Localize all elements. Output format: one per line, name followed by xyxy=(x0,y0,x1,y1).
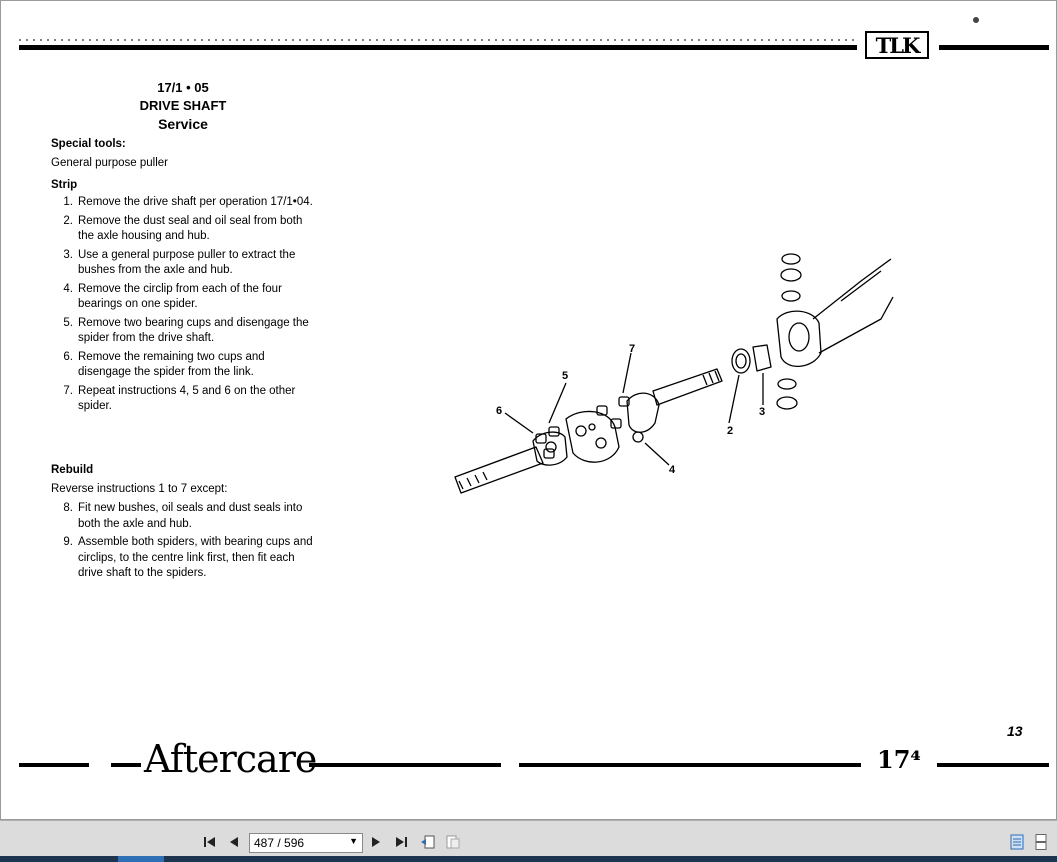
footer-rule xyxy=(309,763,501,767)
leader-line-2 xyxy=(728,374,740,424)
callout-5: 5 xyxy=(562,370,568,382)
list-item: 5.Remove two bearing cups and disengage … xyxy=(63,316,309,345)
callout-3: 3 xyxy=(759,406,765,418)
next-view-icon[interactable] xyxy=(444,833,462,851)
special-tools-text: General purpose puller xyxy=(51,157,168,169)
list-item: 4.Remove the circlip from each of the fo… xyxy=(63,282,282,311)
footer-rule xyxy=(519,763,861,767)
page-subtitle: Service xyxy=(158,116,208,132)
axle-housing-bore xyxy=(788,322,810,352)
callout-7: 7 xyxy=(629,343,635,355)
left-shaft xyxy=(454,446,544,494)
leader-line-4 xyxy=(644,442,670,466)
rebuild-steps-list: 8.Fit new bushes, oil seals and dust sea… xyxy=(57,501,317,585)
operation-number: 17/1 • 05 xyxy=(157,80,209,95)
document-page: TLK 17/1 • 05 DRIVE SHAFT Service Specia… xyxy=(0,0,1057,820)
corner-mark xyxy=(973,17,979,23)
left-shaft-splines xyxy=(458,471,488,490)
spider-7-cup xyxy=(596,405,608,416)
footer-brand: Aftercare xyxy=(144,737,317,781)
spider-6-cup xyxy=(543,448,555,459)
list-item: 1.Remove the drive shaft per operation 1… xyxy=(63,196,313,208)
left-yoke-eye xyxy=(545,441,557,453)
leader-line-5 xyxy=(548,382,567,424)
right-shaft xyxy=(652,368,723,406)
strip-steps-list: 1.Remove the drive shaft per operation 1… xyxy=(57,195,317,418)
continuous-page-icon[interactable] xyxy=(1032,833,1050,851)
callout-2: 2 xyxy=(727,425,733,437)
taskbar xyxy=(0,856,1057,862)
bush-3 xyxy=(752,344,772,372)
spider-7-cup xyxy=(618,396,630,407)
header-speckle xyxy=(19,39,857,41)
seal-stack xyxy=(776,396,798,410)
rebuild-intro: Reverse instructions 1 to 7 except: xyxy=(51,483,228,495)
centre-link-bore xyxy=(595,437,607,449)
spider-6-cup xyxy=(535,433,547,444)
list-item: 9.Assemble both spiders, with bearing cu… xyxy=(63,536,313,579)
last-page-icon[interactable] xyxy=(392,833,410,851)
header-rule xyxy=(19,45,857,50)
header-rule-right xyxy=(939,45,1049,50)
circlip-4 xyxy=(632,431,644,443)
special-tools-label: Special tools: xyxy=(51,138,126,150)
list-item: 8.Fit new bushes, oil seals and dust sea… xyxy=(63,502,303,530)
first-page-icon[interactable] xyxy=(201,833,219,851)
next-page-icon[interactable] xyxy=(367,833,385,851)
callout-6: 6 xyxy=(496,405,502,417)
taskbar-active-item[interactable] xyxy=(118,856,164,862)
footer-section-number: 17⁴ xyxy=(877,745,921,774)
centre-link xyxy=(565,410,620,463)
brand-logo: TLK xyxy=(865,31,929,59)
leader-line-6 xyxy=(504,412,534,434)
operation-title-block: 17/1 • 05 DRIVE SHAFT Service xyxy=(91,79,275,133)
footer-rule xyxy=(19,763,89,767)
page-number-field[interactable]: 487 / 596 ▼ xyxy=(249,833,363,853)
viewer-toolbar: 487 / 596 ▼ xyxy=(0,820,1057,862)
list-item: 7.Repeat instructions 4, 5 and 6 on the … xyxy=(63,384,296,413)
centre-link-bore xyxy=(575,425,587,437)
seal-stack xyxy=(781,253,801,265)
spider-6-cup xyxy=(548,426,560,437)
seal-2 xyxy=(731,348,751,374)
previous-view-icon[interactable] xyxy=(419,833,437,851)
seal-2-inner xyxy=(735,353,747,369)
chevron-down-icon[interactable]: ▼ xyxy=(349,836,358,846)
page-number: 13 xyxy=(1007,723,1023,739)
axle-housing-eye xyxy=(776,310,822,367)
list-item: 3.Use a general purpose puller to extrac… xyxy=(63,248,296,277)
prev-page-icon[interactable] xyxy=(225,833,243,851)
axle-housing-body xyxy=(812,258,894,354)
callout-4: 4 xyxy=(669,464,676,476)
drive-shaft-exploded-diagram: 2 3 4 5 6 7 xyxy=(454,253,894,494)
spider-7-cup xyxy=(610,418,622,429)
seal-stack xyxy=(780,268,802,282)
strip-label: Strip xyxy=(51,179,78,191)
list-item: 2.Remove the dust seal and oil seal from… xyxy=(63,214,303,243)
seal-stack xyxy=(777,378,797,390)
centre-link-bore xyxy=(588,423,596,431)
right-shaft-splines xyxy=(702,370,720,386)
leader-line-7 xyxy=(622,352,632,394)
seal-stack xyxy=(781,290,801,302)
list-item: 6.Remove the remaining two cups and dise… xyxy=(63,350,265,379)
right-yoke xyxy=(626,392,660,433)
footer-rule xyxy=(111,763,141,767)
rebuild-label: Rebuild xyxy=(51,464,94,476)
page-title: DRIVE SHAFT xyxy=(139,98,227,113)
single-page-icon[interactable] xyxy=(1008,833,1026,851)
footer-rule xyxy=(937,763,1049,767)
